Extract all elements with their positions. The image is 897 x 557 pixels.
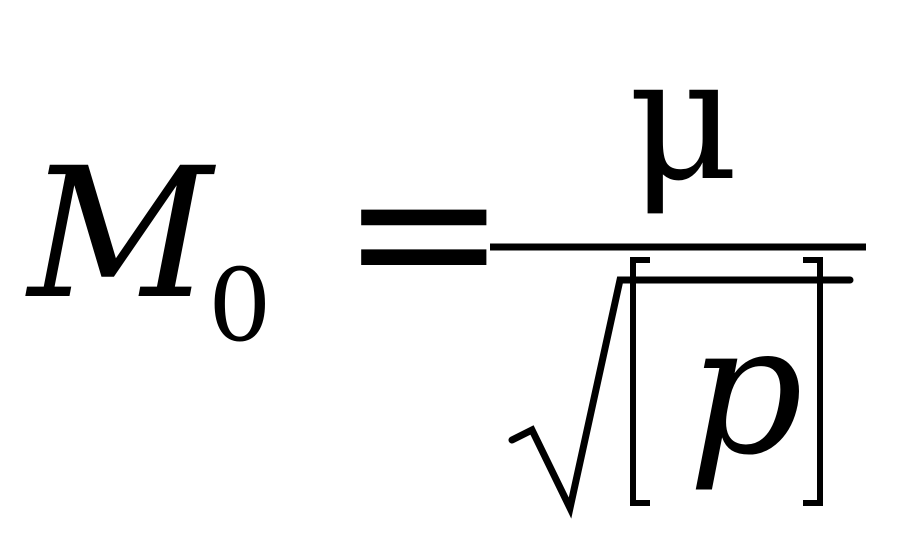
lhs-symbol: M [25,130,216,339]
equals-sign: = [340,115,508,348]
left-bracket [630,257,650,506]
lhs-subscript: 0 [208,247,272,364]
denominator-variable: p [688,286,803,495]
square-root-sign [508,276,854,519]
right-bracket [803,257,823,506]
numerator: μ [628,21,738,219]
